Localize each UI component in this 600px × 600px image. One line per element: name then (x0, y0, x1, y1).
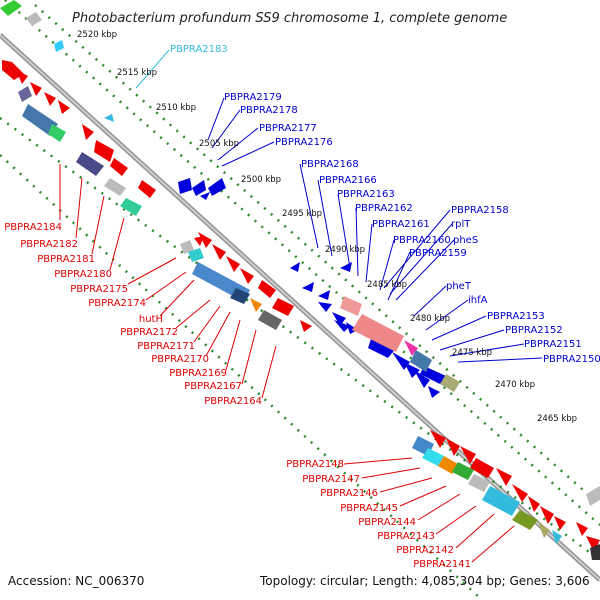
lower-gene-labels: PBPRA2184 PBPRA2182 PBPRA2181 PBPRA2180 … (4, 222, 471, 570)
gene-label: PBPRA2153 (487, 311, 545, 322)
gene-label: PBPRA2159 (409, 248, 467, 259)
kbp-tick: 2490 kbp (325, 245, 365, 255)
lower-leader-lines (59, 164, 515, 563)
gene-label: PBPRA2166 (319, 175, 377, 186)
gene-label: PBPRA2184 (4, 222, 62, 233)
gene-label: PBPRA2144 (358, 517, 416, 528)
gene-label: PBPRA2147 (302, 474, 360, 485)
gene-label: PBPRA2141 (413, 559, 471, 570)
gene-label: PBPRA2171 (137, 341, 195, 352)
kbp-tick: 2515 kbp (117, 68, 157, 78)
upper-leader-lines (135, 49, 543, 363)
accession-label: Accession: NC_006370 (8, 574, 144, 588)
kbp-tick: 2480 kbp (410, 314, 450, 324)
gene-label: PBPRA2167 (184, 381, 242, 392)
kbp-tick: 2505 kbp (199, 139, 239, 149)
kbp-tick: 2465 kbp (537, 414, 577, 424)
gene-label: PBPRA2178 (240, 105, 298, 116)
gene-label: PBPRA2177 (259, 123, 317, 134)
kbp-tick: 2500 kbp (241, 175, 281, 185)
reverse-strand-genes (2, 60, 600, 552)
gene-label: PBPRA2150 (543, 354, 600, 365)
gene-label: PBPRA2182 (20, 239, 78, 250)
gene-label: PBPRA2143 (377, 531, 435, 542)
backbone (0, 33, 600, 582)
gene-label: PBPRA2152 (505, 325, 563, 336)
genome-summary: Topology: circular; Length: 4,085,304 bp… (259, 574, 590, 588)
kbp-tick: 2510 kbp (156, 103, 196, 113)
gene-label: PBPRA2168 (301, 159, 359, 170)
map-title: Photobacterium profundum SS9 chromosome … (72, 11, 507, 26)
gene-label: PBPRA2183 (170, 44, 228, 55)
gene-label: PBPRA2170 (151, 354, 209, 365)
gene-label: PBPRA2176 (275, 137, 333, 148)
gene-label: PBPRA2181 (37, 254, 95, 265)
gene-label: rplT (451, 219, 471, 230)
gene-label: PBPRA2162 (355, 203, 413, 214)
kbp-tick: 2495 kbp (282, 209, 322, 219)
gene-label: hutH (139, 314, 163, 325)
forward-strand-genes (178, 178, 446, 398)
gene-label: PBPRA2175 (70, 284, 128, 295)
gene-label: PBPRA2151 (524, 339, 582, 350)
gene-label: PBPRA2158 (451, 205, 509, 216)
kbp-tick: 2470 kbp (495, 380, 535, 390)
gene-label: PBPRA2160 (393, 235, 451, 246)
gene-label: pheT (446, 281, 472, 292)
gene-label: PBPRA2179 (224, 92, 282, 103)
kbp-tick: 2485 kbp (367, 280, 407, 290)
gene-label: PBPRA2161 (372, 219, 430, 230)
upper-gene-labels: PBPRA2183 PBPRA2179 PBPRA2178 PBPRA2177 … (170, 44, 600, 365)
gene-label: PBPRA2145 (340, 503, 398, 514)
gene-blocks (0, 0, 600, 560)
gene-label: PBPRA2148 (286, 459, 344, 470)
gene-label: PBPRA2169 (169, 368, 227, 379)
kbp-tick: 2475 kbp (452, 348, 492, 358)
gene-label: PBPRA2172 (120, 327, 178, 338)
gene-label: pheS (453, 235, 478, 246)
kbp-tick: 2520 kbp (77, 30, 117, 40)
gene-label: PBPRA2180 (54, 269, 112, 280)
gene-label: ihfA (468, 295, 488, 306)
gene-label: PBPRA2164 (204, 396, 262, 407)
kbp-ticks: 2520 kbp 2515 kbp 2510 kbp 2505 kbp 2500… (77, 30, 577, 424)
gene-label: PBPRA2142 (396, 545, 454, 556)
gene-label: PBPRA2163 (337, 189, 395, 200)
gene-label: PBPRA2174 (88, 298, 146, 309)
gene-label: PBPRA2146 (320, 488, 378, 499)
